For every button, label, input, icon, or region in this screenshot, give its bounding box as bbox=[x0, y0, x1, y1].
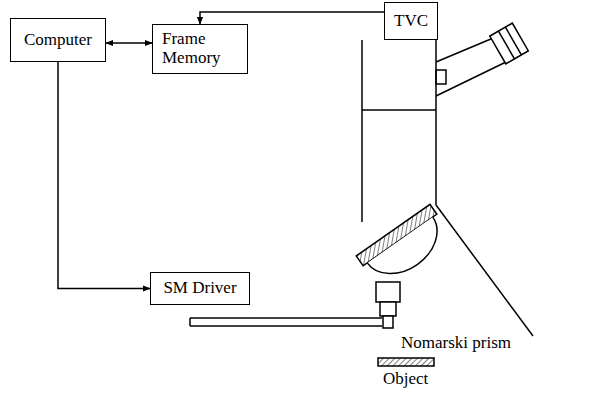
eyepiece bbox=[490, 23, 529, 64]
objective-tip bbox=[383, 316, 393, 328]
rod-upper bbox=[190, 317, 382, 319]
nosepiece bbox=[356, 204, 454, 290]
objective-lower bbox=[380, 302, 396, 316]
rod-lower bbox=[190, 325, 382, 327]
rod-end bbox=[189, 318, 191, 326]
body-right bbox=[435, 40, 437, 205]
object-slab bbox=[378, 358, 434, 366]
box-label: Computer bbox=[24, 31, 92, 50]
motor-driver-box: SM Driver bbox=[150, 272, 250, 305]
body-left bbox=[361, 40, 363, 222]
signal-connector bbox=[58, 62, 150, 289]
camera-box: TVC bbox=[384, 2, 438, 40]
body-joint bbox=[362, 109, 436, 111]
box-label: SM Driver bbox=[163, 279, 236, 298]
computer-box: Computer bbox=[10, 18, 106, 62]
stand-arm bbox=[436, 205, 533, 336]
objective-upper bbox=[376, 282, 400, 302]
frame-memory-box: Frame Memory bbox=[152, 24, 248, 74]
head-knob bbox=[436, 70, 446, 84]
box-label: TVC bbox=[394, 12, 428, 31]
signal-connector bbox=[200, 12, 384, 24]
box-label: Frame Memory bbox=[162, 30, 238, 67]
signal-connector bbox=[106, 42, 152, 44]
part-label: Object bbox=[382, 370, 429, 389]
part-label: Nomarski prism bbox=[400, 334, 512, 353]
